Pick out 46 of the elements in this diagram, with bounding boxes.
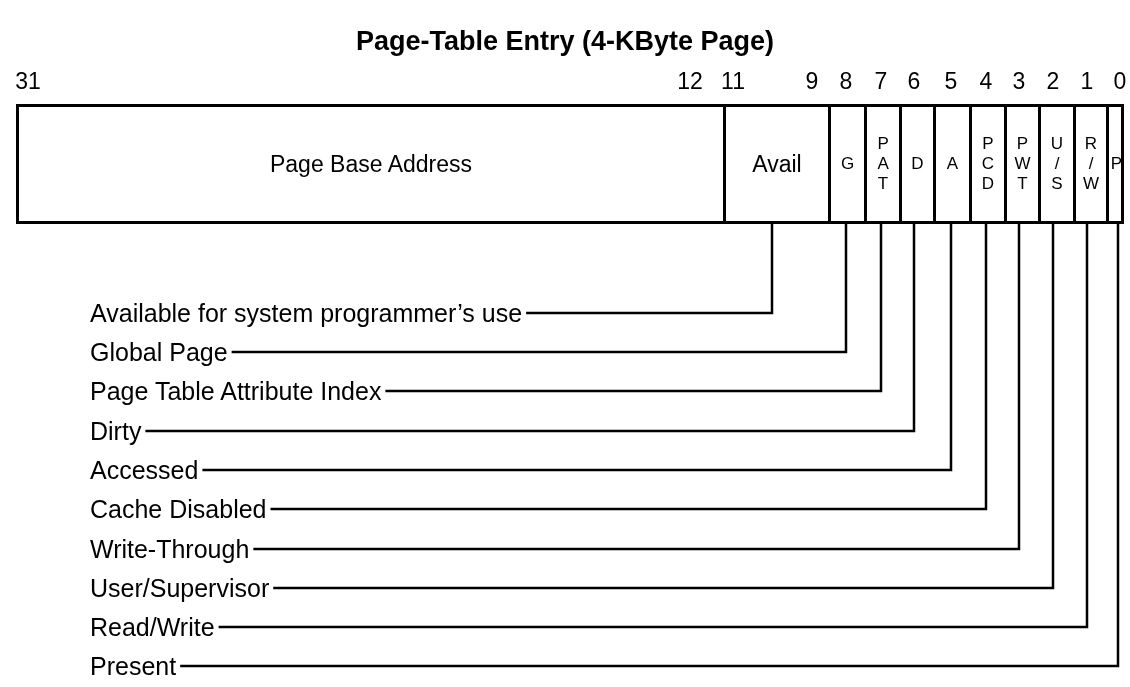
field-name: P A T [877, 134, 889, 194]
leader-line [180, 224, 1120, 668]
field-name: U / S [1050, 134, 1064, 194]
leader-line [385, 224, 883, 393]
bit-number: 0 [1113, 68, 1127, 95]
bit-number: 1 [1080, 68, 1094, 95]
leader-line [202, 224, 953, 472]
leader-line [231, 224, 848, 354]
field-description: Write-Through [90, 534, 250, 564]
field-name: G [840, 154, 855, 174]
field-description: Cache Disabled [90, 494, 267, 524]
bit-number: 4 [979, 68, 993, 95]
field-name: P C D [981, 134, 995, 194]
leader-line [218, 224, 1089, 629]
leader-line [145, 224, 916, 433]
field-description: Global Page [90, 337, 228, 367]
leader-line [526, 224, 774, 315]
bit-number: 12 [677, 68, 703, 95]
diagram-title: Page-Table Entry (4-KByte Page) [355, 26, 775, 57]
bit-number: 8 [839, 68, 853, 95]
field-name: Page Base Address [270, 151, 472, 177]
leader-line [253, 224, 1021, 551]
bit-number: 5 [944, 68, 958, 95]
bit-number: 3 [1012, 68, 1026, 95]
field-name: P [1110, 154, 1123, 174]
field-description: Page Table Attribute Index [90, 376, 382, 406]
field-description: User/Supervisor [90, 573, 270, 603]
field-name: Avail [752, 151, 802, 177]
bit-number: 6 [907, 68, 921, 95]
bit-number: 31 [15, 68, 41, 95]
field-description: Read/Write [90, 612, 215, 642]
bit-number: 2 [1046, 68, 1060, 95]
field-description: Available for system programmer’s use [90, 298, 523, 328]
field-name: R / W [1082, 134, 1099, 194]
bit-field-cell [1106, 107, 1124, 221]
bit-number: 11 [721, 68, 745, 95]
field-name: P W T [1014, 134, 1031, 194]
field-name: A [946, 154, 959, 174]
bit-number: 9 [805, 68, 819, 95]
field-description: Accessed [90, 455, 199, 485]
leader-line [273, 224, 1055, 590]
field-name: D [911, 154, 924, 174]
field-description: Present [90, 651, 177, 681]
field-description: Dirty [90, 416, 142, 446]
leader-line [270, 224, 988, 511]
bit-number: 7 [874, 68, 888, 95]
